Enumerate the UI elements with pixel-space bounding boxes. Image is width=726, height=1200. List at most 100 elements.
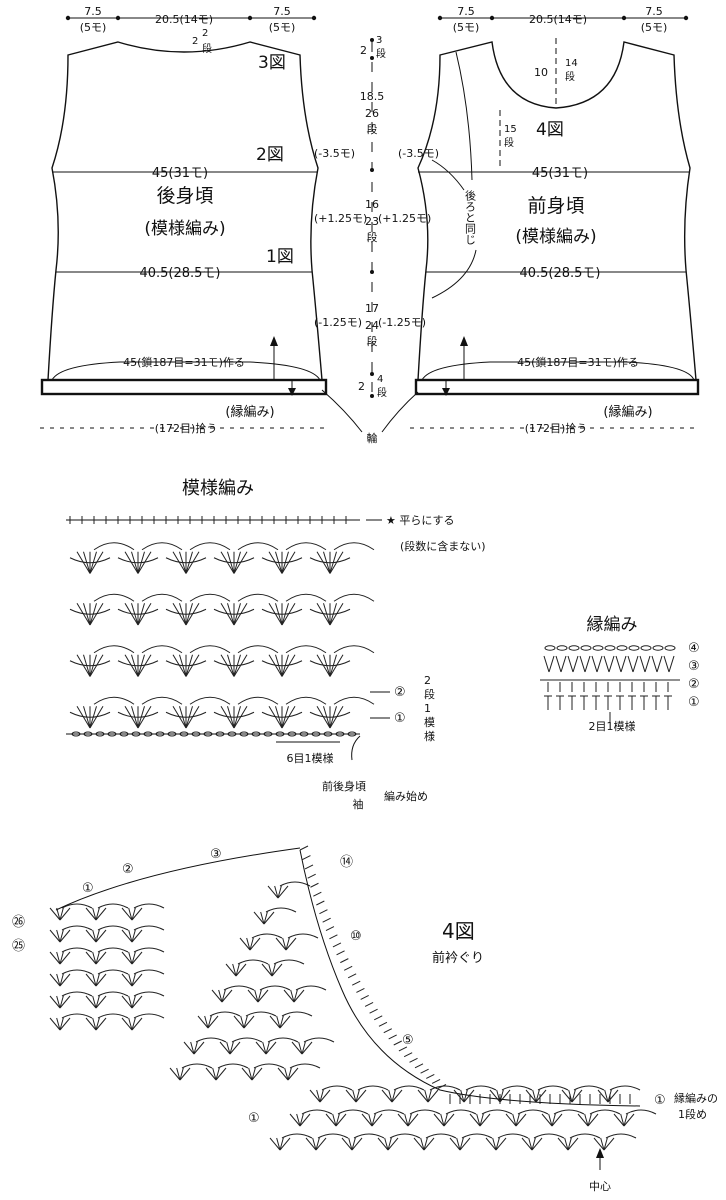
fan-stitch: [59, 973, 64, 987]
fan-stitch: [131, 951, 143, 965]
same-arrow-top: [455, 51, 473, 181]
chain-arc: [589, 1109, 621, 1115]
chain-arc: [295, 985, 327, 991]
front-neck-rows-b: 段: [565, 70, 575, 83]
fan-stitch: [548, 1113, 553, 1127]
edging-tick: [325, 926, 335, 932]
fan-stitch: [620, 1113, 625, 1127]
chain-arc: [309, 557, 351, 564]
front-edging-band: [414, 378, 700, 396]
fan-stitch: [413, 1137, 425, 1151]
fan-stitch: [95, 1017, 107, 1031]
fan-stitch: [463, 1089, 475, 1103]
fan-stitch: [59, 1017, 64, 1031]
fan-stitch: [332, 1113, 337, 1127]
fan-stitch: [59, 907, 71, 921]
fan-stitch: [276, 1137, 281, 1151]
fan-stitch: [279, 1015, 284, 1029]
edging-stitch-grid: [540, 645, 680, 722]
fan-stitch: [361, 1113, 373, 1127]
fan-stitch: [600, 1137, 605, 1151]
chain-arc: [303, 1037, 335, 1043]
front-neck-rows-a: 14: [565, 58, 578, 69]
back-title: 後身頃: [156, 185, 213, 207]
chain-arc: [133, 991, 165, 997]
chain-arc: [223, 985, 255, 991]
chain-arc: [165, 711, 207, 718]
fan-stitch: [319, 1089, 331, 1103]
fan-stitch: [85, 951, 97, 965]
fan-stitch: [593, 1137, 605, 1151]
chain-arc: [97, 991, 129, 997]
fan-stitch: [229, 1041, 234, 1055]
pattern-chart: 模様編み ★ 平らにする (段数に含まない) ② ① 2 段 1 模 様 6目1…: [66, 478, 486, 811]
edging-r3-v: [656, 655, 663, 673]
edging-r4-chain: [580, 645, 592, 651]
fan-stitch: [312, 1137, 317, 1151]
fan-stitch: [512, 1113, 517, 1127]
fan-stitch: [387, 1137, 399, 1151]
fan-stitch: [243, 1015, 255, 1029]
neck-r2: ②: [122, 862, 134, 877]
fan-stitch: [532, 1089, 537, 1103]
fan-stitch: [299, 1113, 304, 1127]
fan-stitch: [95, 929, 100, 943]
edging-r3-v: [608, 655, 615, 673]
back-fig3: 3図: [258, 53, 286, 73]
back-outline: [47, 41, 323, 381]
neck-edge-start-num: ①: [654, 1093, 666, 1108]
edging-tick: [343, 965, 353, 971]
fan-stitch: [49, 929, 61, 943]
chain-arc: [267, 1037, 299, 1043]
fan-stitch: [240, 1015, 245, 1029]
fan-stitch: [301, 1041, 306, 1055]
fan-stitch: [56, 973, 61, 987]
fan-stitch: [427, 1089, 439, 1103]
fan-stitch: [459, 1137, 471, 1151]
fan-stitch: [95, 929, 107, 943]
back-bodice: 7.5 (5モ) 20.5(14モ) 7.5 (5モ) 2 2 段 45(31モ…: [40, 5, 367, 435]
chain-arc: [389, 1133, 421, 1139]
edging-r4-chain: [616, 645, 628, 651]
scale-top-rows-b: 段: [376, 47, 386, 60]
fan-stitch: [476, 1113, 481, 1127]
back-hem-text: 45(鎖187目=31モ)作る: [123, 355, 245, 369]
same-arrow-mid: [431, 159, 465, 191]
front-neck-width: 20.5(14モ): [529, 13, 587, 26]
fan-stitch: [249, 937, 254, 951]
front-width-waist: 40.5(28.5モ): [519, 266, 600, 281]
fan-stitch: [121, 973, 133, 987]
fan-stitch: [265, 1041, 270, 1055]
edging-r4-chain: [664, 645, 676, 651]
edging-tick: [420, 1068, 429, 1074]
back-fig2: 2図: [256, 145, 284, 165]
chain-arc: [285, 593, 327, 602]
fan-stitch: [341, 1137, 353, 1151]
fan-stitch: [235, 963, 240, 977]
edging-tick: [304, 864, 314, 870]
edging-r4-chain: [628, 645, 640, 651]
fan-stitch: [131, 929, 143, 943]
fan-stitch: [368, 1113, 373, 1127]
edging-tick: [302, 855, 311, 860]
fan-stitch: [335, 1113, 347, 1127]
front-edging-label: (縁編み): [603, 404, 652, 420]
fan-stitch: [255, 1041, 267, 1055]
fan-stitch: [479, 1113, 484, 1127]
fan-stitch: [246, 937, 251, 951]
fan-stitch: [253, 911, 265, 925]
fan-stitch: [603, 1137, 608, 1151]
neckline-shoulder-edge: [55, 847, 301, 911]
fan-stitch: [296, 1113, 301, 1127]
edging-tick: [403, 1052, 413, 1058]
fan-stitch: [352, 1089, 357, 1103]
chain-arc: [261, 557, 303, 564]
edging-r3-v: [620, 655, 627, 673]
edging-tick: [364, 1001, 374, 1007]
fan-stitch: [495, 1137, 500, 1151]
fan-stitch: [131, 973, 136, 987]
fan-stitch: [604, 1089, 609, 1103]
chain-arc: [501, 1085, 533, 1091]
scale-edge-rows-b: 段: [377, 386, 387, 399]
